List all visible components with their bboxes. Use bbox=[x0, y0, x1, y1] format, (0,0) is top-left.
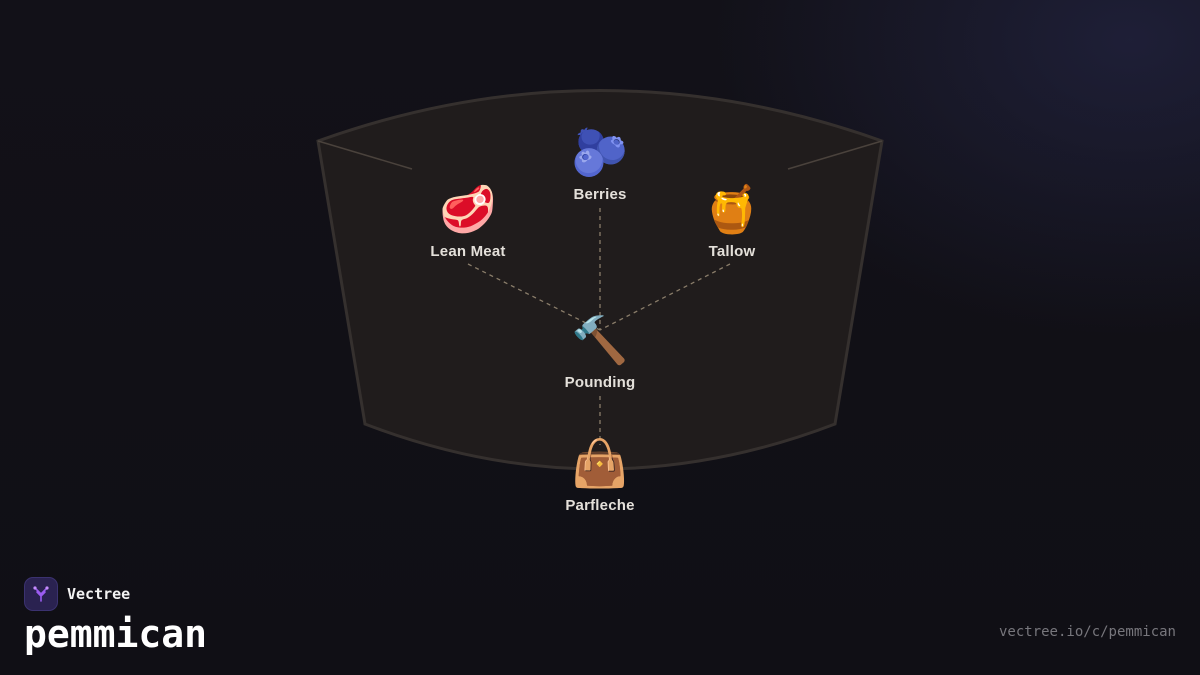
edge-tallow-to-pounding bbox=[599, 263, 731, 331]
node-label: Pounding bbox=[564, 374, 636, 391]
node-parfleche[interactable]: 👜 Parfleche bbox=[530, 435, 670, 514]
vectree-tree-icon bbox=[24, 577, 58, 611]
node-label: Parfleche bbox=[565, 497, 635, 514]
node-lean-meat[interactable]: 🥩 Lean Meat bbox=[398, 181, 538, 260]
brand[interactable]: Vectree bbox=[24, 577, 130, 611]
blueberries-icon: 🫐 bbox=[571, 125, 629, 179]
node-tallow[interactable]: 🍯 Tallow bbox=[662, 181, 802, 260]
hammer-icon: 🔨 bbox=[571, 313, 629, 367]
bowl-rim-right bbox=[787, 140, 883, 170]
node-label: Berries bbox=[573, 186, 627, 203]
node-berries[interactable]: 🫐 Berries bbox=[530, 124, 670, 203]
brand-name: Vectree bbox=[67, 585, 131, 603]
page-url[interactable]: vectree.io/c/pemmican bbox=[998, 624, 1176, 640]
edges-layer bbox=[467, 208, 731, 445]
page-title: pemmican bbox=[24, 612, 208, 656]
edge-lean-meat-to-pounding bbox=[467, 263, 601, 331]
honey-pot-icon: 🍯 bbox=[703, 182, 761, 236]
node-label: Lean Meat bbox=[430, 243, 506, 260]
bowl-rim-left bbox=[317, 140, 413, 170]
meat-icon: 🥩 bbox=[439, 182, 497, 236]
node-label: Tallow bbox=[708, 243, 756, 260]
handbag-icon: 👜 bbox=[571, 436, 629, 490]
node-pounding[interactable]: 🔨 Pounding bbox=[530, 312, 670, 391]
